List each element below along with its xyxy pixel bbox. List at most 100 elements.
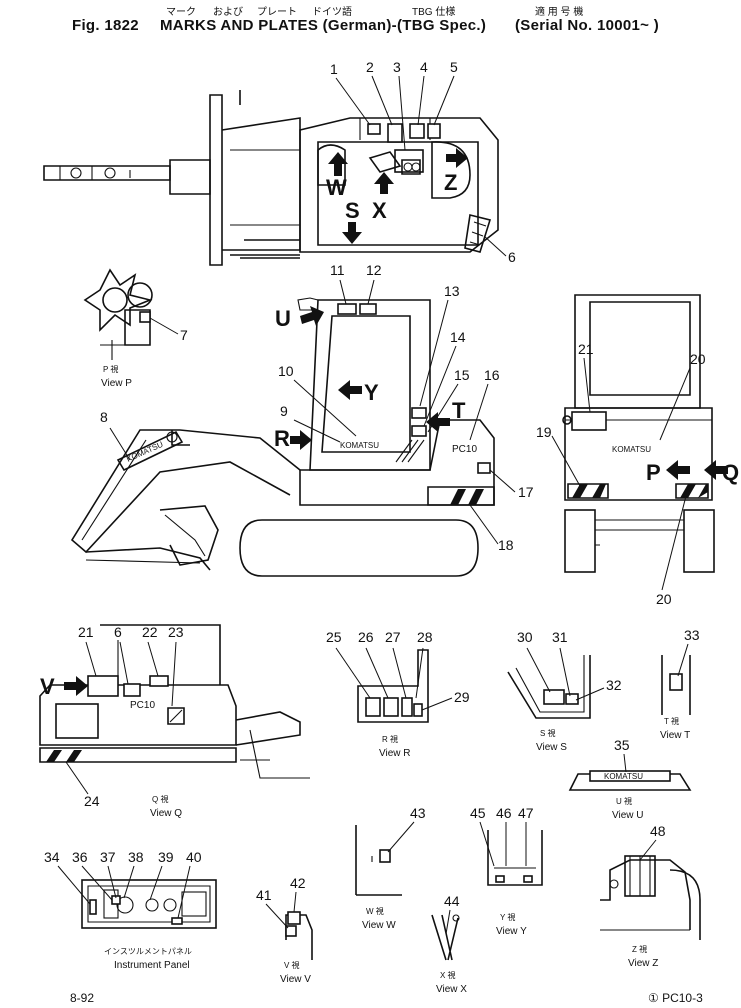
callout-30: 29 [454, 689, 470, 705]
model-code: ① PC10-3 [648, 991, 703, 1005]
callout-28: 27 [385, 629, 401, 645]
header-jp-tbg: TBG 仕様 [412, 7, 456, 18]
view-q-pc-decal: PC10 [130, 700, 155, 711]
callout-6: 6 [508, 249, 516, 265]
side-pc-decal: PC10 [452, 444, 477, 455]
top-view-drawing [43, 90, 499, 266]
callout-5: 5 [450, 59, 458, 75]
view-letter-u: U [275, 306, 291, 331]
callout-6-rear: 21 [578, 341, 594, 357]
view-y-label: View Y [496, 926, 527, 937]
callout-25: 24 [84, 793, 100, 809]
view-letter-s: S [345, 198, 360, 223]
callout-43: 42 [290, 875, 306, 891]
view-w-label: View W [362, 920, 396, 931]
header-jp-plates: プレート [257, 7, 297, 18]
callout-35: 33 [684, 627, 700, 643]
callout-48: 47 [518, 805, 534, 821]
callout-38: 37 [100, 849, 116, 865]
view-arrow-p [666, 460, 690, 480]
callout-17: 17 [518, 484, 534, 500]
callout-7: 7 [180, 327, 188, 343]
callout-8: 8 [100, 409, 108, 425]
callout-6-q: 21 [78, 624, 94, 640]
view-letter-x: X [372, 198, 387, 223]
callout-13: 13 [444, 283, 460, 299]
header-jp-german: ドイツ語 [312, 7, 352, 18]
callout-46: 45 [470, 805, 486, 821]
callout-1: 1 [330, 61, 338, 77]
view-p-label: View P [101, 378, 132, 389]
view-arrow-z [446, 148, 468, 168]
view-r-jp: R 視 [382, 735, 398, 744]
view-p-jp: P 視 [103, 365, 118, 374]
callout-9: 9 [280, 403, 288, 419]
view-w-jp: W 視 [366, 907, 384, 916]
callout-33: 32 [606, 677, 622, 693]
view-arrow-y [338, 380, 362, 400]
callout-3: 3 [393, 59, 401, 75]
view-letter-t: T [452, 398, 466, 423]
callout-19: 19 [536, 424, 552, 440]
view-arrow-u [300, 306, 324, 326]
view-y-jp: Y 視 [500, 913, 515, 922]
callout-23: 22 [142, 624, 158, 640]
view-q-jp: Q 視 [152, 795, 168, 804]
view-s-drawing [507, 655, 591, 719]
view-y-drawing [487, 830, 543, 886]
callout-36: 34 [44, 849, 60, 865]
view-z-label: View Z [628, 958, 658, 969]
view-arrow-x [374, 172, 394, 194]
callout-49: 48 [650, 823, 666, 839]
view-t-jp: T 視 [664, 717, 679, 726]
instrument-panel-label: Instrument Panel [114, 960, 190, 971]
view-u-brand-text: KOMATSU [604, 772, 643, 781]
callout-21: 20 [656, 591, 672, 607]
view-letter-w: W [326, 175, 347, 200]
view-u-jp: U 視 [616, 797, 632, 806]
view-u-label: View U [612, 810, 644, 821]
canopy-brand-text: KOMATSU [340, 441, 379, 450]
view-s-jp: S 視 [540, 729, 556, 738]
side-view-drawing [70, 297, 495, 577]
callout-26: 25 [326, 629, 342, 645]
view-letter-p: P [646, 460, 661, 485]
view-v-label: View V [280, 974, 311, 985]
rear-brand-text: KOMATSU [612, 445, 651, 454]
callout-22: 6 [114, 624, 122, 640]
callout-29: 28 [417, 629, 433, 645]
view-q-drawing [39, 624, 310, 779]
header-jp-serial: 適 用 号 機 [535, 7, 584, 18]
view-z-drawing [600, 855, 701, 940]
view-arrow-v [64, 676, 88, 696]
callout-31: 30 [517, 629, 533, 645]
view-p-drawing [83, 268, 153, 360]
view-x-drawing [431, 914, 460, 961]
callout-37: 36 [72, 849, 88, 865]
callout-2: 2 [366, 59, 374, 75]
view-arrow-q [704, 460, 728, 480]
callout-41: 40 [186, 849, 202, 865]
header-jp-marks: マーク [166, 7, 196, 18]
callout-24: 23 [168, 624, 184, 640]
view-t-drawing [661, 655, 691, 715]
view-v-drawing [285, 911, 313, 960]
view-letter-z: Z [444, 170, 457, 195]
callout-15: 15 [454, 367, 470, 383]
figure-title: MARKS AND PLATES (German)-(TBG Spec.) [160, 17, 487, 34]
header-jp-and: および [213, 7, 243, 18]
callout-11: 11 [330, 262, 345, 278]
view-arrow-t [426, 412, 450, 432]
view-q-label: View Q [150, 808, 182, 819]
view-v-jp: V 視 [284, 961, 300, 970]
callout-18: 18 [498, 537, 514, 553]
page-number: 8-92 [70, 991, 94, 1005]
callout-44: 43 [410, 805, 426, 821]
view-w-drawing [355, 825, 402, 896]
instrument-panel-drawing [81, 879, 217, 929]
callout-42: 41 [256, 887, 272, 903]
callout-10: 10 [278, 363, 294, 379]
view-letter-y: Y [364, 380, 379, 405]
instrument-panel-jp: インスツルメントパネル [104, 947, 192, 956]
